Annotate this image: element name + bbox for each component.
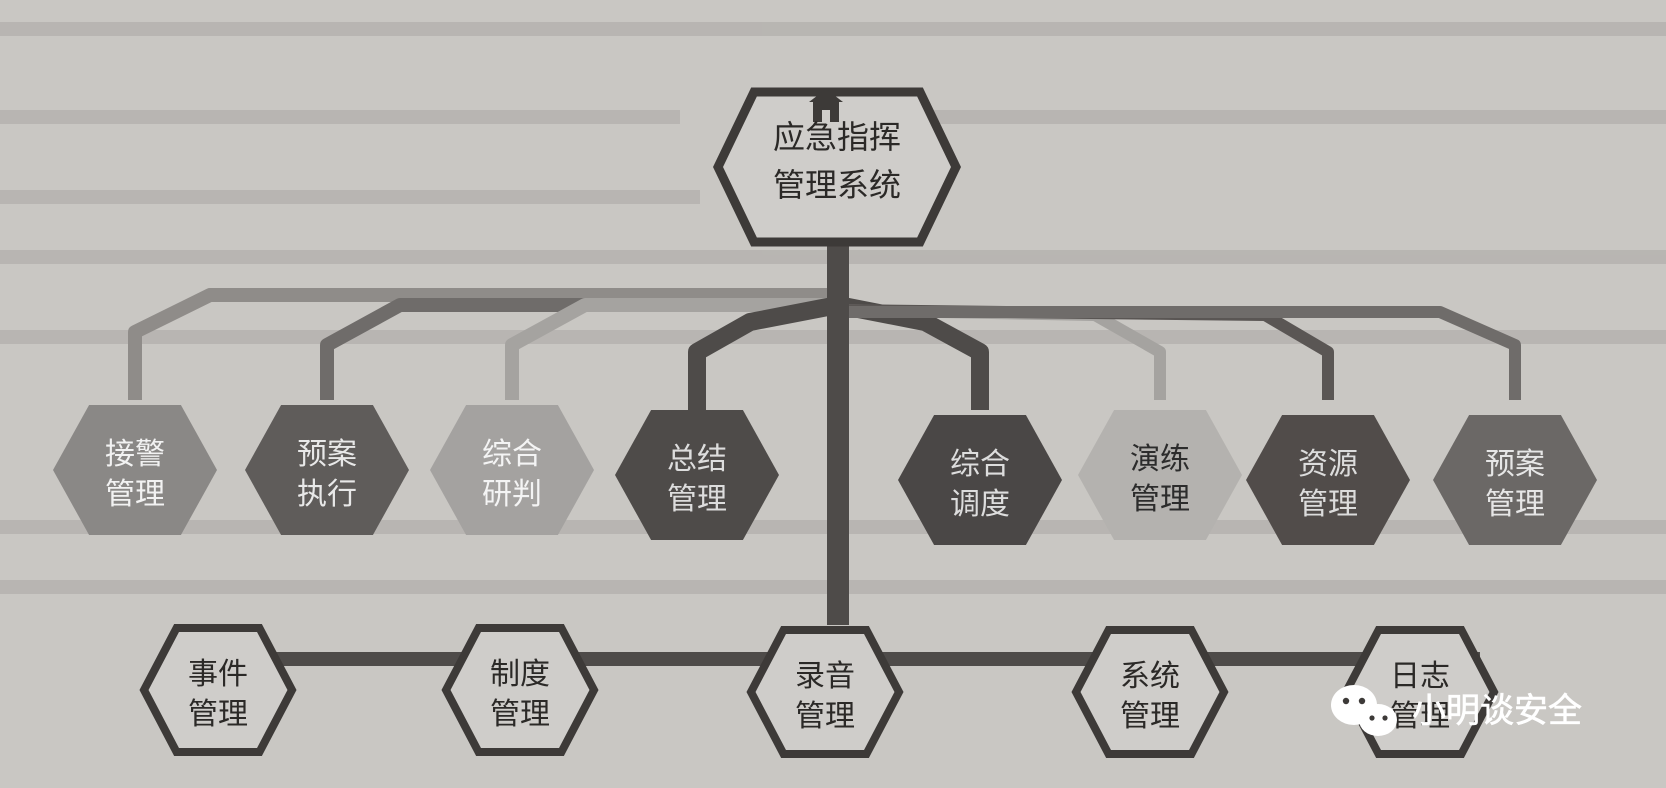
module-label-line1: 接警	[105, 437, 165, 472]
module-hexagon	[1433, 415, 1597, 545]
module-hexagon	[430, 405, 594, 535]
module-label-line2: 管理	[1130, 482, 1190, 517]
module-hexagon	[441, 624, 599, 756]
root-title-line2: 管理系统	[773, 166, 901, 204]
module-hexagon	[139, 624, 297, 756]
module-label-line1: 制度	[490, 657, 550, 692]
module-label-line2: 管理	[188, 697, 248, 732]
connector-yuan-guanli	[838, 306, 1521, 400]
house-icon	[809, 89, 843, 122]
watermark-text: 小明谈安全	[1412, 691, 1582, 731]
module-label-line1: 事件	[188, 657, 248, 692]
connector-jiejing	[128, 288, 838, 400]
trunk	[827, 240, 849, 625]
module-label-line1: 演练	[1130, 442, 1190, 477]
module-label-line1: 预案	[297, 437, 357, 472]
connector-zongjie	[688, 296, 840, 410]
connector-zonghe-diaodu	[836, 296, 989, 410]
module-label-line1: 总结	[667, 442, 727, 477]
module-label-line2: 管理	[105, 477, 165, 512]
module-label-line1: 综合	[482, 437, 542, 472]
module-hexagon	[1071, 626, 1229, 758]
module-label-line1: 日志	[1390, 659, 1450, 694]
module-label-line2: 研判	[482, 477, 542, 512]
module-label-line2: 执行	[297, 477, 357, 512]
root-hexagon	[713, 87, 961, 247]
module-hexagon	[898, 415, 1062, 545]
module-label-line2: 管理	[1298, 487, 1358, 522]
module-hexagon	[746, 626, 904, 758]
module-hexagon	[1078, 410, 1242, 540]
module-hexagon	[53, 405, 217, 535]
module-label-line2: 管理	[667, 482, 727, 517]
module-label-line2: 管理	[1485, 487, 1545, 522]
module-label-line2: 管理	[795, 699, 855, 734]
module-label-line1: 预案	[1485, 447, 1545, 482]
module-label-line1: 综合	[950, 447, 1010, 482]
module-label-line2: 调度	[950, 487, 1010, 522]
root-title-line1: 应急指挥	[773, 118, 901, 156]
module-label-line2: 管理	[490, 697, 550, 732]
upper-connectors	[128, 288, 1521, 410]
root-node[interactable]: 应急指挥 管理系统	[713, 87, 961, 247]
module-label-line1: 资源	[1298, 447, 1358, 482]
module-label-line2: 管理	[1390, 699, 1450, 734]
watermark: 小明谈安全	[1331, 685, 1582, 736]
wechat-icon	[1331, 685, 1397, 736]
module-label-line1: 录音	[795, 659, 855, 694]
module-hexagon	[1246, 415, 1410, 545]
connector-zonghe-yanpan	[505, 298, 838, 400]
module-label-line1: 系统	[1120, 659, 1180, 694]
module-hexagon	[615, 410, 779, 540]
module-hexagon	[245, 405, 409, 535]
module-label-line2: 管理	[1120, 699, 1180, 734]
